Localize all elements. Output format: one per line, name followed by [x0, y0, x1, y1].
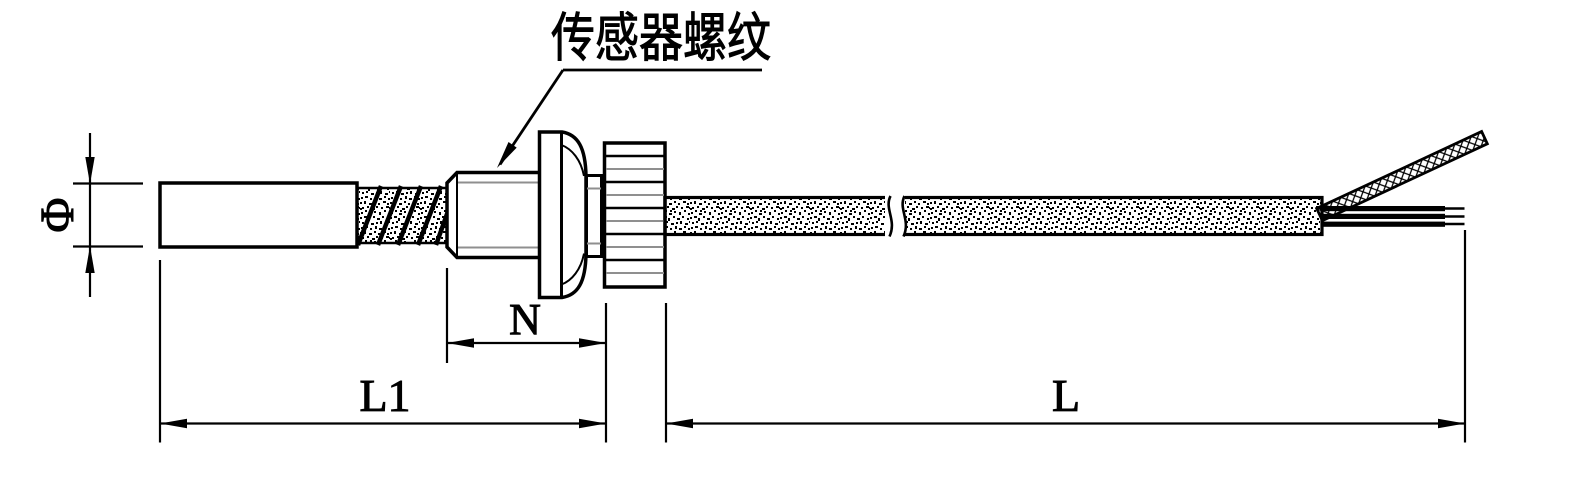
knurl-nut: [602, 141, 667, 289]
dim-n: N: [445, 268, 606, 363]
callout: 传感器螺纹: [497, 10, 772, 168]
hex-nut: [537, 130, 588, 300]
wire-tips: [1445, 207, 1465, 226]
braided-cable: [663, 193, 1324, 239]
dim-l: L: [664, 230, 1467, 443]
dim-l1-label: L1: [359, 370, 410, 421]
thread-body: [445, 170, 543, 260]
knurl-lines: [606, 154, 664, 274]
dim-l1: L1: [158, 260, 608, 443]
dim-n-arrow-right-icon: [579, 338, 606, 348]
dim-l1-arrow-right-icon: [579, 418, 606, 429]
collar: [585, 174, 603, 258]
callout-label: 传感器螺纹: [551, 10, 771, 68]
dim-diameter-label: Φ: [31, 197, 84, 232]
collar-relief-lines: [587, 187, 601, 245]
dim-l-arrow-right-icon: [1438, 418, 1465, 429]
cable-break: [885, 193, 908, 239]
dim-n-label: N: [509, 295, 541, 344]
dim-l-arrow-left-icon: [666, 418, 693, 429]
probe-tip: [158, 181, 359, 249]
dim-diameter: Φ: [30, 133, 143, 297]
thread-relief-lines: [458, 181, 540, 249]
dim-n-arrow-left-icon: [447, 338, 474, 348]
lead-wires: [1322, 206, 1465, 227]
dim-l1-arrow-left-icon: [160, 418, 187, 429]
dim-l-label: L: [1052, 370, 1080, 421]
leader-arrowhead-icon: [497, 142, 517, 168]
spring-transition: [355, 185, 455, 246]
dim-diameter-arrow-top-icon: [85, 157, 95, 184]
hex-nut-facet-arc-bottom: [561, 253, 585, 286]
dim-diameter-arrow-bottom-icon: [85, 246, 95, 273]
peeled-sheath: [1314, 129, 1490, 223]
hex-nut-facet-arc-top: [561, 144, 585, 177]
